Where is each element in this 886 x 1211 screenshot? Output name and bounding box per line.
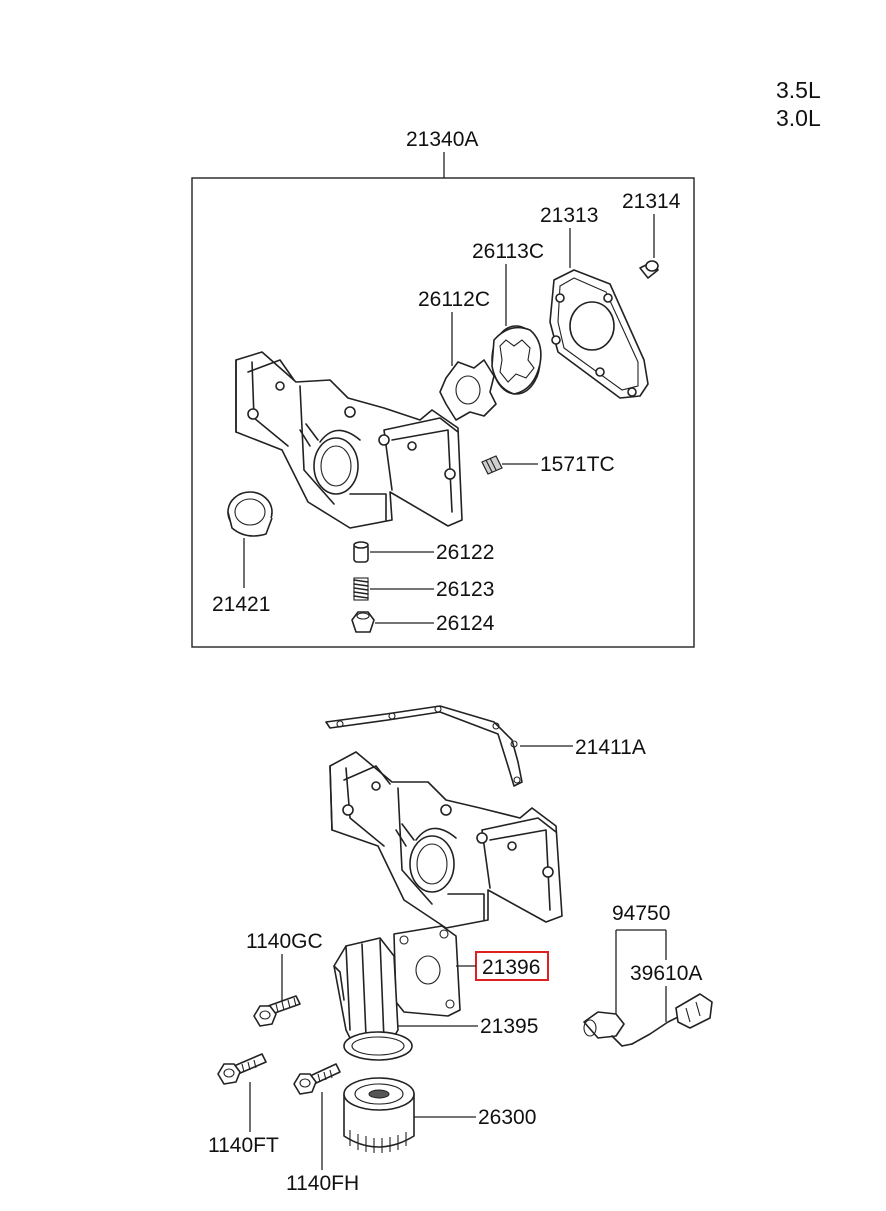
bolt-1140GC <box>253 995 301 1027</box>
bolt-1140FH <box>293 1063 341 1095</box>
engine-variant-30: 3.0L <box>776 105 821 131</box>
relief-plug-26124 <box>351 611 375 633</box>
label-39610A[interactable]: 39610A <box>630 962 702 985</box>
pump-cover-21313 <box>549 269 649 399</box>
oil-seal-21421 <box>227 491 273 537</box>
label-21340A[interactable]: 21340A <box>406 128 478 151</box>
strainer-gasket-21396 <box>393 925 461 1017</box>
screw-21314 <box>639 260 659 279</box>
label-21314[interactable]: 21314 <box>622 190 681 213</box>
label-21313[interactable]: 21313 <box>540 204 598 227</box>
sensor-harness-39610A <box>631 993 713 1045</box>
leader-94750 <box>615 929 667 1014</box>
plug-1571TC <box>481 455 503 475</box>
label-1140FH[interactable]: 1140FH <box>286 1172 359 1195</box>
assembly-box-21340A <box>191 177 695 648</box>
label-26124[interactable]: 26124 <box>436 612 495 635</box>
label-21421[interactable]: 21421 <box>212 593 270 616</box>
label-26123[interactable]: 26123 <box>436 578 494 601</box>
label-21396[interactable]: 21396 <box>482 956 540 979</box>
oil-filter-26300 <box>343 1077 415 1153</box>
relief-plunger-26122 <box>353 541 369 563</box>
label-21411A[interactable]: 21411A <box>575 736 646 759</box>
label-26122[interactable]: 26122 <box>436 541 494 564</box>
gasket-21411A <box>325 705 523 787</box>
outer-rotor-26113C <box>491 325 542 395</box>
label-21395[interactable]: 21395 <box>480 1015 538 1038</box>
inner-rotor-26112C <box>439 359 497 421</box>
label-1140FT[interactable]: 1140FT <box>208 1134 279 1157</box>
label-26113C[interactable]: 26113C <box>472 240 544 263</box>
label-1571TC[interactable]: 1571TC <box>540 453 615 476</box>
label-1140GC[interactable]: 1140GC <box>246 930 323 953</box>
oil-pressure-sensor-94750 <box>583 1011 633 1047</box>
engine-variant-35: 3.5L <box>776 77 821 103</box>
bolt-1140FT <box>217 1053 267 1085</box>
relief-spring-26123 <box>353 577 369 601</box>
label-26300[interactable]: 26300 <box>478 1106 536 1129</box>
label-26112C[interactable]: 26112C <box>418 288 490 311</box>
oil-strainer-21395 <box>333 937 413 1061</box>
oil-pump-housing-lower <box>329 751 563 929</box>
oil-pump-housing-upper <box>235 351 463 529</box>
label-94750[interactable]: 94750 <box>612 902 670 925</box>
